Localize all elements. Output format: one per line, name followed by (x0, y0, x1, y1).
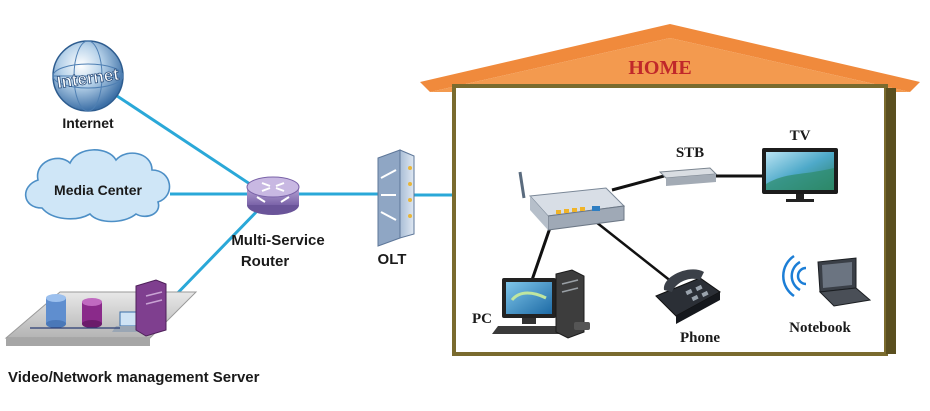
tv-icon (762, 148, 838, 202)
notebook-label: Notebook (789, 320, 851, 336)
house-roof (420, 24, 920, 92)
link-internet-router (107, 88, 263, 194)
router-icon (246, 176, 300, 215)
link-ont-stb (611, 174, 665, 192)
phone-icon (655, 269, 721, 324)
home-title: HOME (628, 57, 691, 79)
internet-label: Internet (62, 115, 114, 131)
olt-icon (377, 149, 415, 247)
media-center-label: Media Center (54, 182, 142, 198)
tv-label: TV (790, 128, 811, 144)
pc-icon (492, 269, 590, 339)
olt-label: OLT (378, 251, 407, 268)
wifi-signal-icon (782, 254, 807, 298)
router-label-line1: Multi-Service (231, 232, 324, 249)
link-ont-pc (530, 221, 554, 281)
media-center-cloud-icon (24, 149, 171, 223)
link-server-router (166, 204, 264, 305)
stb-icon (658, 167, 718, 186)
phone-label: Phone (680, 330, 720, 346)
internet-globe-icon: Internet (52, 40, 124, 112)
copper-links (530, 174, 766, 283)
pc-label: PC (472, 311, 492, 327)
notebook-icon (817, 257, 872, 307)
router-label-line2: Router (241, 253, 289, 270)
stb-label: STB (676, 145, 704, 161)
ont-gateway-icon (518, 171, 626, 231)
link-ont-phone (595, 221, 673, 283)
server-icon (4, 279, 198, 346)
server-label: Video/Network management Server (8, 369, 260, 386)
